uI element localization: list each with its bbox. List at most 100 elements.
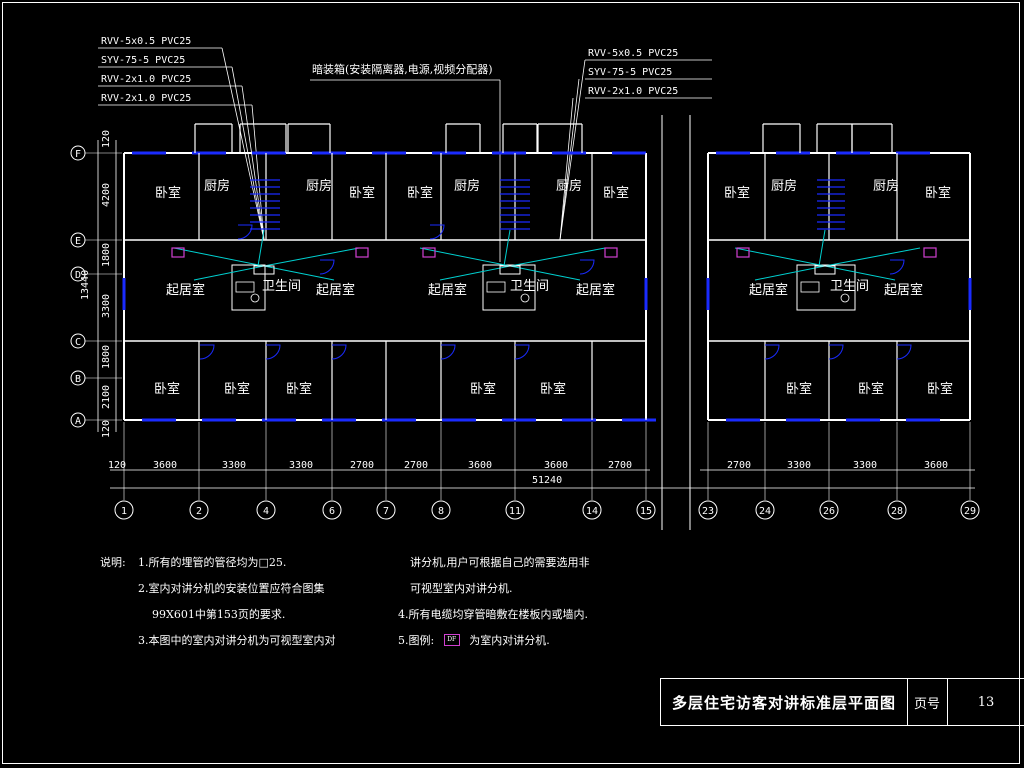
room-label: 起居室	[884, 282, 923, 298]
page-label: 页号	[907, 679, 948, 725]
bottom-dimension: 2700	[608, 460, 632, 471]
bathtub-fixture	[486, 281, 506, 293]
cable-label-right: RVV-5x0.5 PVC25	[588, 48, 678, 59]
axis-number: 23	[702, 506, 714, 517]
room-label: 卧室	[603, 185, 629, 201]
cable-run	[263, 247, 360, 267]
axis-bubble	[887, 500, 907, 520]
drawing-notes: 说明: 1.所有的埋管的管径均为□25. 2.室内对讲分机的安装位置应符合图集 …	[100, 552, 660, 672]
door-swing	[828, 344, 844, 360]
intercom-unit-icon	[736, 247, 750, 258]
junction-box-label: 暗装箱(安装隔离器,电源,视频分配器)	[312, 62, 493, 76]
axis-letter: C	[75, 337, 81, 348]
left-dimension: 2100	[101, 385, 112, 409]
axis-letter: B	[75, 374, 81, 385]
room-label: 起居室	[316, 282, 355, 298]
axis-number: 14	[586, 506, 598, 517]
room-label: 起居室	[166, 282, 205, 298]
door-swing	[889, 259, 905, 275]
cable-label-left: SYV-75-5 PVC25	[101, 55, 185, 66]
toilet-fixture	[250, 293, 260, 303]
axis-bubble	[505, 500, 525, 520]
room-label: 厨房	[306, 178, 332, 194]
axis-bubble	[431, 500, 451, 520]
cable-run	[734, 247, 826, 267]
left-dimension: 4200	[101, 183, 112, 207]
cable-run	[503, 229, 511, 267]
axis-bubble	[698, 500, 718, 520]
left-dimension: 3300	[101, 294, 112, 318]
room-label: 卧室	[786, 381, 812, 397]
bottom-dimension: 3300	[853, 460, 877, 471]
note-2a: 2.室内对讲分机的安装位置应符合图集	[138, 582, 325, 595]
bathtub-fixture	[800, 281, 820, 293]
bottom-dimension: 120	[108, 460, 126, 471]
bottom-dimension: 3600	[468, 460, 492, 471]
door-swing	[237, 224, 253, 240]
axis-number: 28	[891, 506, 903, 517]
cable-run	[818, 229, 826, 267]
room-label: 卧室	[540, 381, 566, 397]
room-label: 卧室	[724, 185, 750, 201]
intercom-legend-icon: DF	[443, 634, 460, 646]
room-label: 卫生间	[510, 279, 549, 294]
axis-number: 24	[759, 506, 771, 517]
door-swing	[265, 344, 281, 360]
toilet-fixture	[520, 293, 530, 303]
door-swing	[514, 344, 530, 360]
room-label: 卧室	[154, 381, 180, 397]
total-height-dim: 13440	[80, 270, 91, 300]
cable-label-right: RVV-2x1.0 PVC25	[588, 86, 678, 97]
room-label: 起居室	[576, 282, 615, 298]
room-label: 卧室	[927, 381, 953, 397]
cable-run	[263, 265, 335, 281]
axis-bubble	[819, 500, 839, 520]
bathroom-block	[796, 264, 856, 311]
door-swing	[764, 344, 780, 360]
note-4: 4.所有电缆均穿管暗敷在楼板内或墙内.	[398, 608, 588, 621]
room-label: 起居室	[428, 282, 467, 298]
axis-number: 11	[509, 506, 521, 517]
note-5-prefix: 5.图例:	[398, 634, 435, 647]
note-5: 5.图例: DF 为室内对讲分机.	[398, 632, 550, 648]
intercom-unit-icon	[355, 247, 369, 258]
axis-number: 29	[964, 506, 976, 517]
cable-run	[173, 247, 265, 267]
bottom-dimension: 3600	[544, 460, 568, 471]
note-3b: 讲分机,用户可根据自己的需要选用非	[410, 556, 590, 569]
room-labels: 卧室厨房厨房卧室卧室厨房厨房卧室卧室厨房厨房卧室起居室起居室起居室起居室起居室起…	[154, 178, 953, 397]
intercom-unit-icon	[923, 247, 937, 258]
cable-run	[193, 265, 265, 281]
intercom-unit-icon	[604, 247, 618, 258]
axis-bubble	[322, 500, 342, 520]
axis-number: 1	[121, 506, 127, 517]
junction-box	[499, 265, 521, 275]
title-block: 多层住宅访客对讲标准层平面图 页号 13	[660, 678, 1024, 726]
junction-box	[253, 265, 275, 275]
axis-bubble	[636, 500, 656, 520]
bathtub-fixture	[235, 281, 255, 293]
axis-number: 26	[823, 506, 835, 517]
room-label: 厨房	[556, 178, 582, 194]
cable-label-left: RVV-2x1.0 PVC25	[101, 93, 191, 104]
bottom-dimension: 2700	[727, 460, 751, 471]
axis-number: 4	[263, 506, 269, 517]
bottom-dimension: 3300	[222, 460, 246, 471]
cable-run	[754, 265, 826, 281]
cable-run	[257, 229, 265, 267]
toilet-fixture	[840, 293, 850, 303]
cable-label-left: RVV-2x1.0 PVC25	[101, 74, 191, 85]
axis-number: 6	[329, 506, 335, 517]
room-label: 厨房	[873, 178, 899, 194]
left-dimension: 1800	[101, 345, 112, 369]
room-label: 起居室	[749, 282, 788, 298]
notes-heading: 说明:	[100, 556, 126, 569]
axis-letter: E	[75, 236, 81, 247]
room-label: 卧室	[286, 381, 312, 397]
note-2b: 99X601中第153页的要求.	[152, 608, 286, 621]
axis-bubble	[960, 500, 980, 520]
door-swing	[199, 344, 215, 360]
